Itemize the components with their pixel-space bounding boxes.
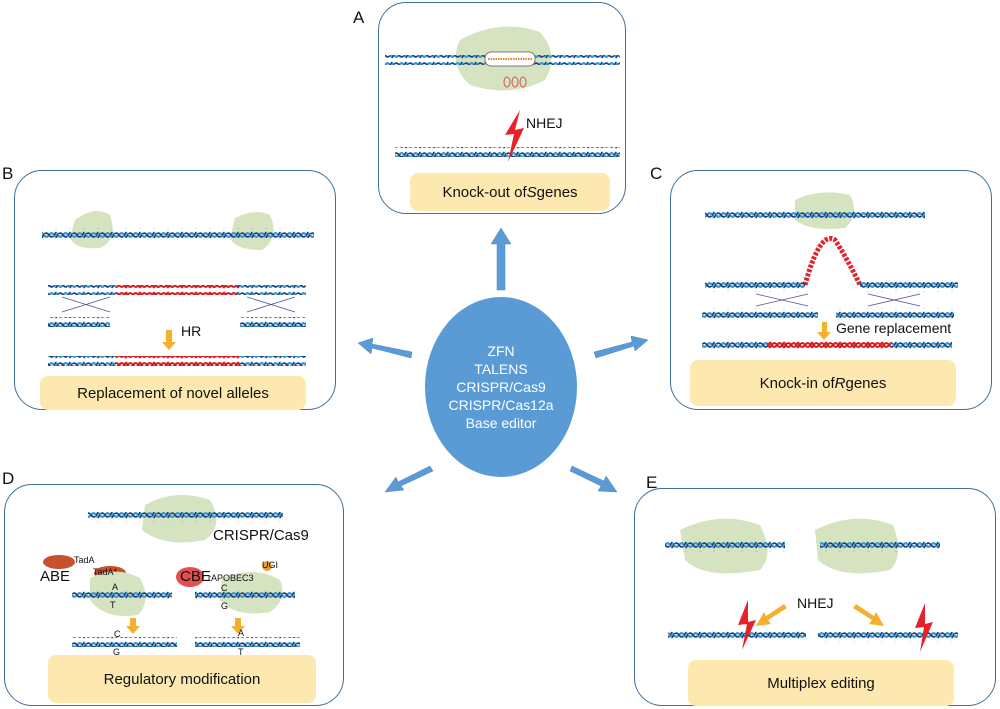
- tool-crispr-cas9: CRISPR/Cas9: [456, 379, 546, 395]
- dna-strand: [395, 147, 620, 157]
- down-arrow-icon: [817, 322, 831, 340]
- tada-star-label: TadA*: [93, 567, 118, 577]
- panel-d-caption: Regulatory modification: [48, 655, 316, 703]
- dsb-bolt-icon: [915, 603, 933, 652]
- panel-b-graphics: [42, 211, 314, 366]
- arrow-to-c: [593, 335, 649, 359]
- arrow-to-e: [569, 465, 618, 493]
- panel-a-graphics: [385, 26, 620, 162]
- cbe-base-top: C: [221, 583, 228, 593]
- orange-arrow-icon: [756, 604, 787, 626]
- orange-arrow-icon: [853, 604, 884, 626]
- panel-e-caption: Multiplex editing: [688, 660, 954, 706]
- panel-d-abe-label: ABE: [40, 568, 71, 585]
- panel-d-cbe-label: CBE: [180, 568, 211, 585]
- dsb-bolt-icon: [505, 110, 524, 162]
- panel-e-graphics: [665, 518, 958, 652]
- panel-a-letter: A: [353, 8, 365, 27]
- panel-c-gene-replacement-label: Gene replacement: [836, 320, 952, 336]
- down-arrow-icon: [162, 330, 176, 350]
- tool-talens: TALENS: [474, 361, 528, 377]
- panel-d-crispr-label: CRISPR/Cas9: [213, 527, 309, 544]
- panel-c-caption: Knock-in of R genes: [690, 360, 956, 406]
- panel-a-caption: Knock-out of S genes: [410, 173, 610, 211]
- abe-out-top: C: [114, 629, 121, 639]
- panel-b-hr-label: HR: [181, 323, 202, 339]
- panel-a-nhej-label: NHEJ: [526, 115, 563, 131]
- abe-out-bottom: G: [113, 647, 121, 657]
- tool-crispr-cas12a: CRISPR/Cas12a: [448, 397, 554, 413]
- panel-e-letter: E: [646, 473, 658, 492]
- ugi-label: UGI: [262, 560, 279, 570]
- panel-d-graphics: [43, 495, 300, 647]
- cbe-out-top: A: [238, 628, 245, 638]
- dsb-bolt-icon: [738, 600, 756, 650]
- panel-b-caption: Replacement of novel alleles: [40, 376, 306, 410]
- cbe-base-bottom: G: [221, 601, 229, 611]
- panel-c-graphics: [702, 192, 958, 351]
- abe-base-top: A: [112, 582, 119, 592]
- tada-label: TadA: [74, 555, 95, 565]
- tool-base-editor: Base editor: [465, 415, 537, 431]
- abe-base-bottom: T: [110, 600, 116, 610]
- rapobec3-label: rAPOBEC3: [208, 573, 254, 583]
- panel-b-letter: B: [2, 164, 14, 183]
- arrow-to-a: [490, 227, 512, 291]
- genome-editing-tools-oval: ZFN TALENS CRISPR/Cas9 CRISPR/Cas12a Bas…: [425, 297, 577, 477]
- panel-c-letter: C: [650, 164, 663, 183]
- cbe-out-bottom: T: [238, 647, 244, 657]
- arrow-to-d: [384, 465, 434, 493]
- panel-d-letter: D: [2, 469, 15, 488]
- arrow-to-b: [357, 337, 413, 359]
- tool-zfn: ZFN: [487, 343, 515, 359]
- panel-e-nhej-label: NHEJ: [797, 595, 834, 611]
